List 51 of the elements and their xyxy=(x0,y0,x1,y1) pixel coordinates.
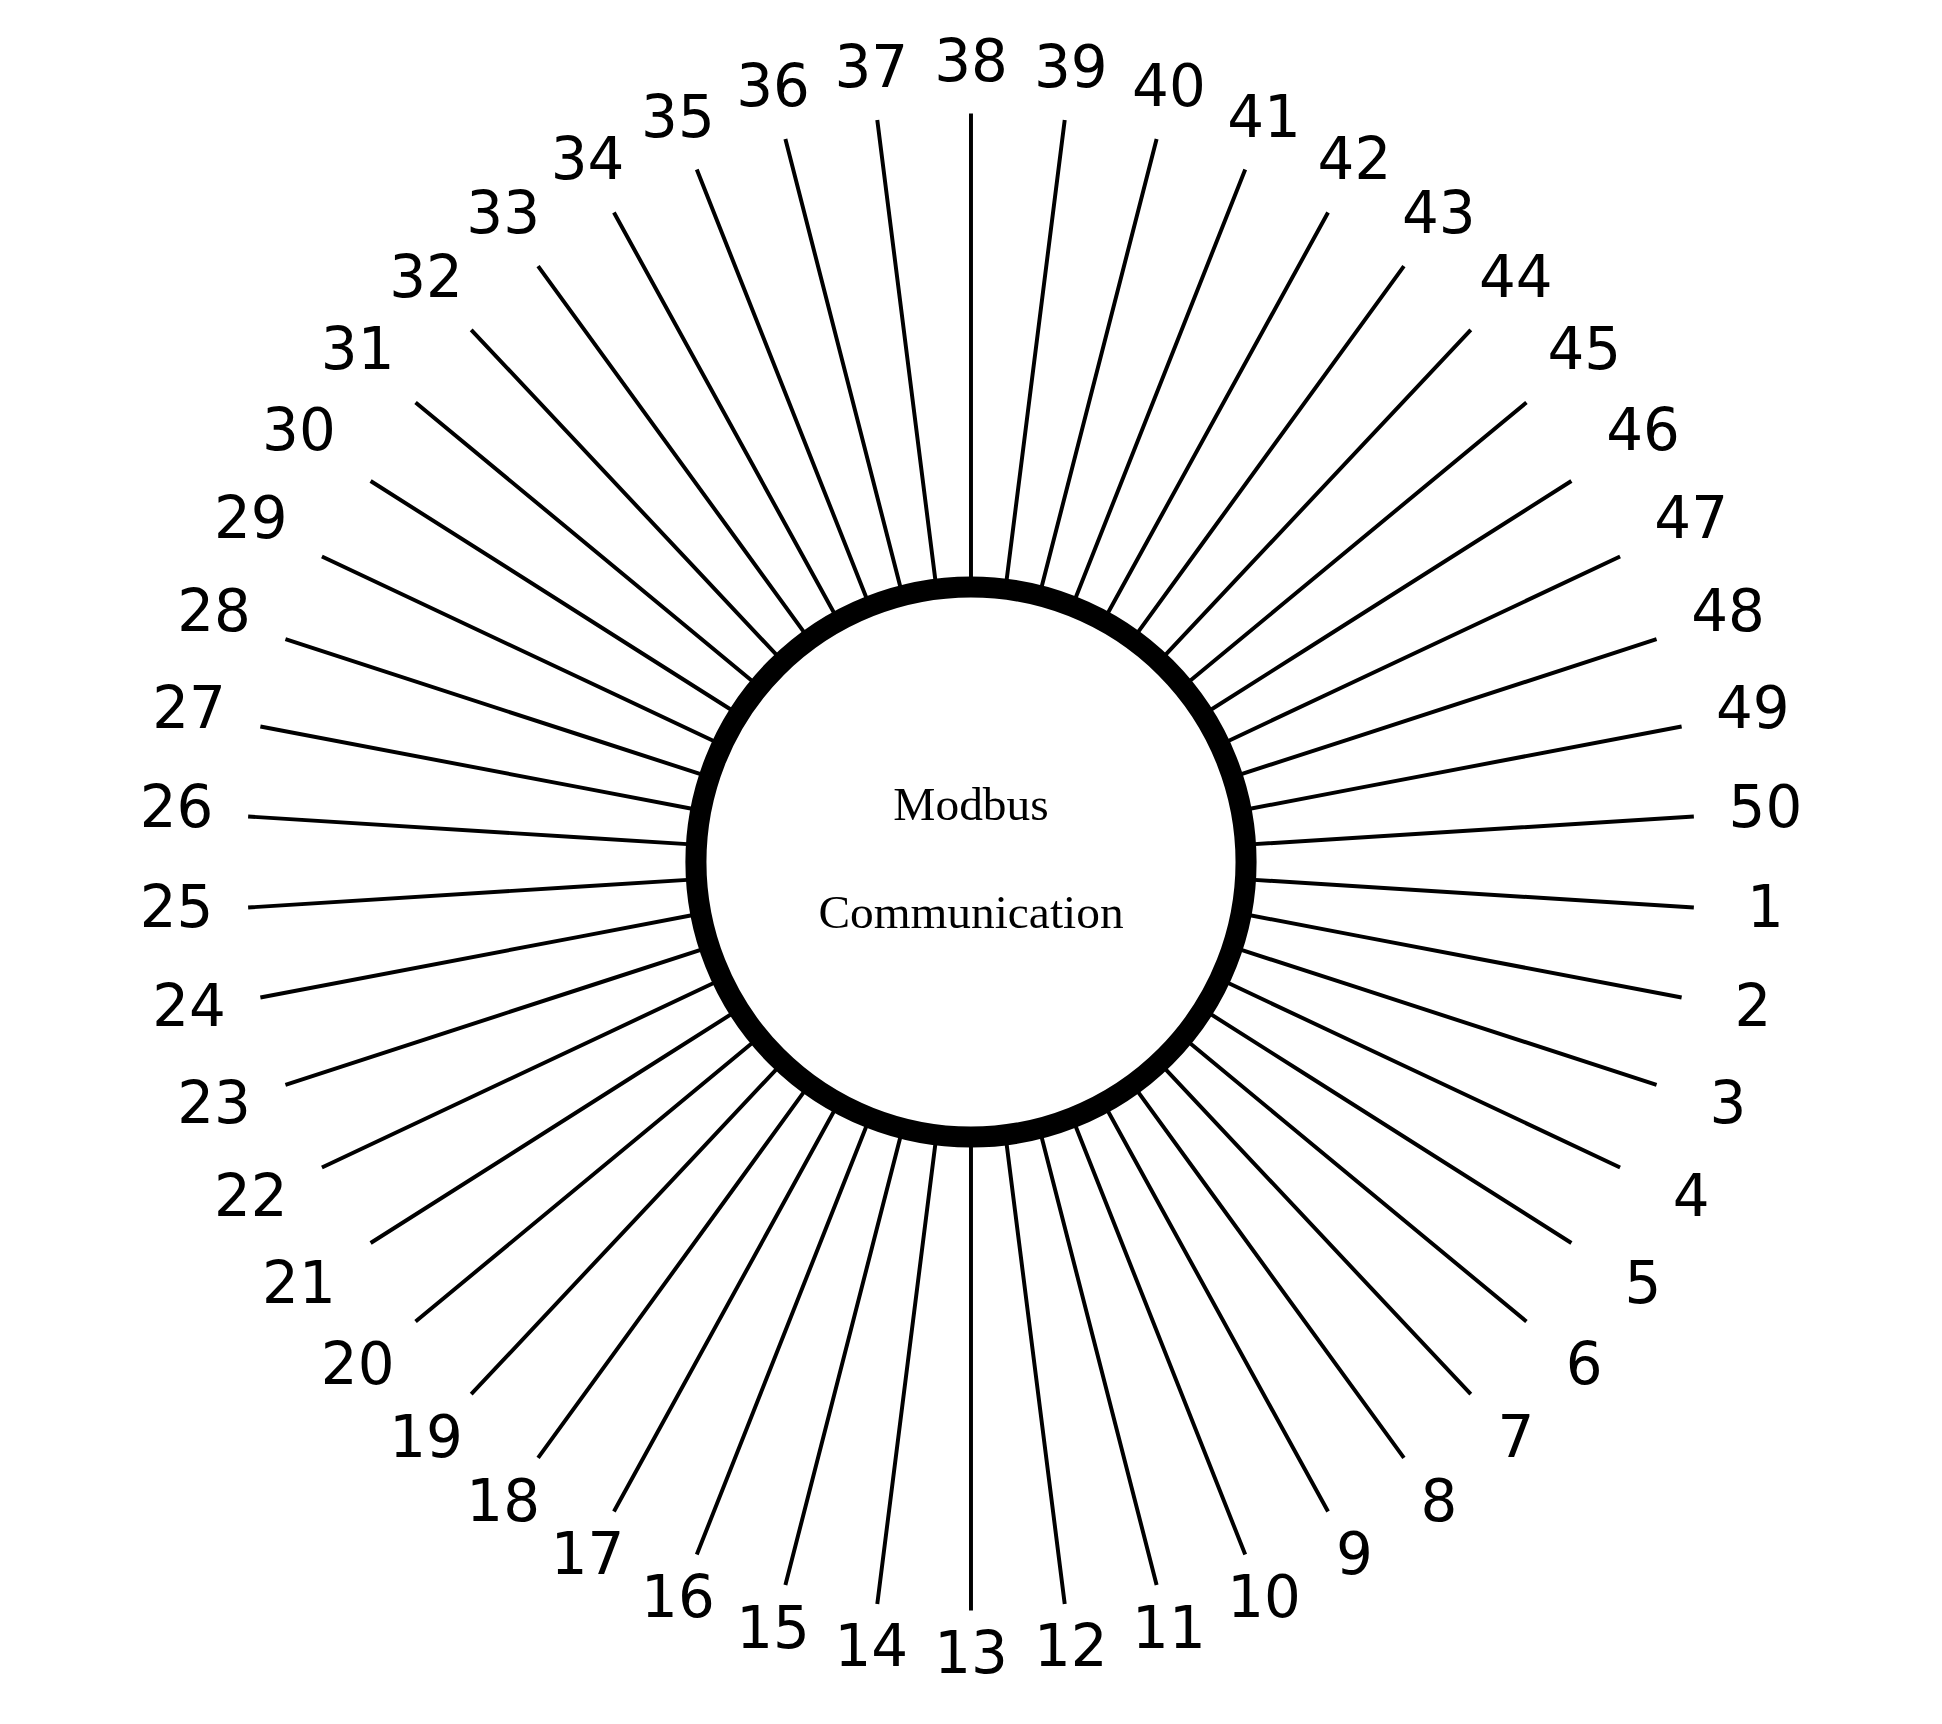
node-text: 8 xyxy=(1420,1466,1458,1535)
node-text: 35 xyxy=(641,82,715,151)
node-text: 23 xyxy=(177,1068,251,1137)
node-text: 2 xyxy=(1734,971,1772,1040)
node-text: 11 xyxy=(1132,1593,1206,1662)
node-text: 10 xyxy=(1227,1562,1301,1631)
node-text: 32 xyxy=(389,242,463,311)
node-text: 20 xyxy=(320,1330,395,1399)
node-text: 13 xyxy=(934,1618,1008,1687)
node-text: 34 xyxy=(550,125,625,194)
node-text: 30 xyxy=(262,396,336,465)
node-text: 26 xyxy=(139,772,214,841)
node-text: 45 xyxy=(1547,315,1622,384)
node-text: 36 xyxy=(736,51,810,120)
node-text: 33 xyxy=(466,178,540,247)
node-text: 50 xyxy=(1728,772,1803,841)
node-text: 48 xyxy=(1691,576,1765,645)
node-text: 46 xyxy=(1606,396,1680,465)
node-text: 21 xyxy=(262,1249,336,1318)
node-text: 41 xyxy=(1227,82,1301,151)
node-text: 43 xyxy=(1402,178,1476,247)
node-text: 9 xyxy=(1336,1520,1373,1589)
node-text: 17 xyxy=(550,1520,625,1589)
node-text: 28 xyxy=(177,576,251,645)
node-text: 29 xyxy=(213,483,288,552)
node-text: 25 xyxy=(139,872,214,941)
node-text: 19 xyxy=(389,1402,463,1471)
node-circle: Modbus Communication xyxy=(685,576,1257,1148)
node-text: 16 xyxy=(641,1562,715,1631)
node-text: 31 xyxy=(320,315,395,384)
node-text: 22 xyxy=(213,1161,288,1230)
node-text: 49 xyxy=(1716,673,1790,742)
node-text: 15 xyxy=(736,1593,810,1662)
node-text: 14 xyxy=(834,1612,909,1681)
node-text: 6 xyxy=(1565,1330,1603,1399)
node-text: 42 xyxy=(1317,125,1392,194)
node-text: 40 xyxy=(1132,51,1206,120)
node-text: 39 xyxy=(1033,33,1108,102)
node-text: 4 xyxy=(1672,1161,1710,1230)
node-text: 18 xyxy=(466,1466,540,1535)
node-text: 44 xyxy=(1479,242,1553,311)
node-text: 38 xyxy=(934,26,1008,95)
node-text: 1 xyxy=(1746,872,1784,941)
node-text: 3 xyxy=(1709,1068,1747,1137)
node-text: 5 xyxy=(1624,1249,1662,1318)
node-text: 27 xyxy=(152,673,226,742)
node-text: 37 xyxy=(834,33,909,102)
node-text: 7 xyxy=(1497,1402,1535,1471)
node-text: 12 xyxy=(1033,1612,1108,1681)
node-text: 47 xyxy=(1654,483,1729,552)
node-text: 24 xyxy=(152,971,226,1040)
